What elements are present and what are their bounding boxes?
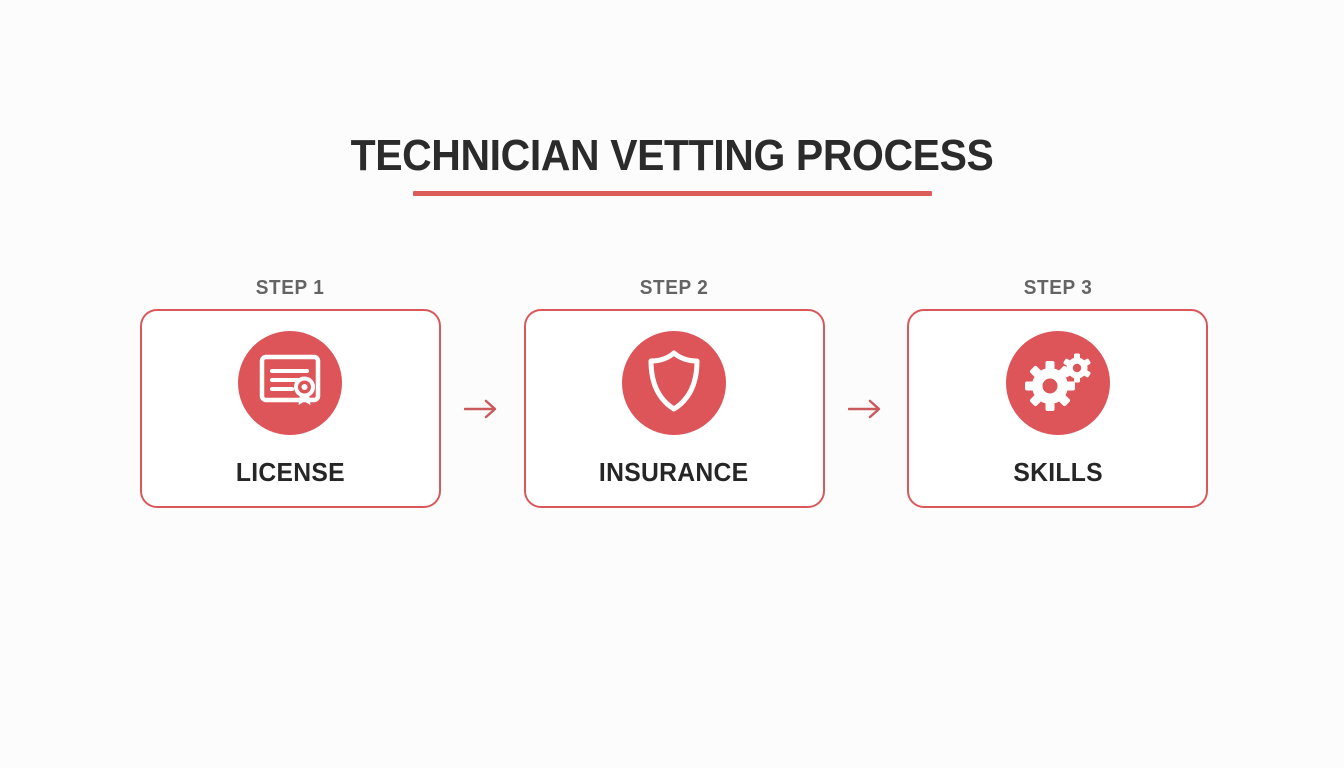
shield-icon [646, 349, 702, 418]
step-column-2: STEP 2 INSURANCE [522, 276, 827, 508]
page-title: TECHNICIAN VETTING PROCESS [350, 131, 994, 180]
title-underline-rule [412, 191, 932, 196]
icon-circle-1 [238, 331, 343, 435]
step-label-1: STEP 1 [256, 277, 325, 299]
icon-circle-2 [622, 331, 726, 435]
step-label-3: STEP 3 [1023, 277, 1092, 299]
step-card-license[interactable]: LICENSE [139, 309, 441, 508]
step-card-insurance[interactable]: INSURANCE [523, 309, 825, 508]
title-block: TECHNICIAN VETTING PROCESS [0, 130, 1344, 196]
step-column-3: STEP 3 [905, 276, 1210, 508]
step-label-2: STEP 2 [639, 277, 709, 299]
card-label-insurance: INSURANCE [599, 457, 749, 487]
card-label-license: LICENSE [235, 457, 345, 487]
step-column-1: STEP 1 LICENSE [138, 276, 443, 508]
card-label-skills: SKILLS [1012, 457, 1103, 487]
gears-icon [1024, 351, 1091, 416]
process-flow: STEP 1 LICENSE [138, 276, 1210, 516]
arrow-right-icon [847, 398, 884, 420]
step-card-skills[interactable]: SKILLS [907, 309, 1209, 508]
connector-1 [443, 309, 522, 508]
connector-2 [826, 309, 905, 508]
arrow-right-icon [464, 398, 500, 420]
icon-circle-3 [1005, 331, 1110, 435]
certificate-icon [259, 354, 321, 413]
